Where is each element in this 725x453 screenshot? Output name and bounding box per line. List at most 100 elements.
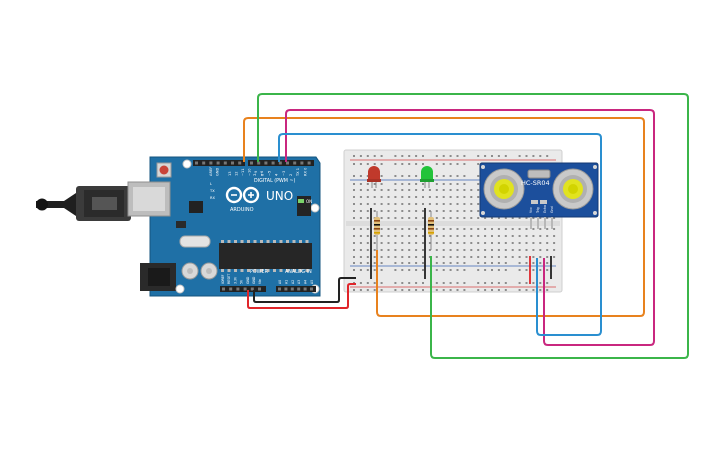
chip-pin	[234, 240, 237, 243]
digital-pin-label: RX 0	[303, 167, 307, 176]
rail-hole	[477, 175, 480, 177]
rail-hole	[415, 282, 418, 284]
rail-hole	[435, 289, 438, 291]
rail-hole	[373, 269, 376, 271]
terminal-hole	[394, 210, 397, 212]
rail-hole	[546, 282, 549, 284]
rail-hole	[408, 155, 411, 157]
rail-hole	[373, 262, 376, 264]
terminal-hole	[491, 217, 493, 219]
rail-hole	[380, 262, 383, 264]
rail-hole	[504, 269, 507, 271]
header-socket	[229, 287, 233, 291]
terminal-hole	[553, 249, 556, 251]
rail-hole	[401, 282, 404, 284]
header-socket	[286, 161, 289, 165]
terminal-hole	[387, 210, 390, 212]
terminal-hole	[539, 249, 542, 251]
digital-pin-label: 12	[235, 171, 239, 176]
rail-hole	[366, 183, 369, 185]
sensor-model-label: HC-SR04	[521, 179, 550, 187]
terminal-hole	[353, 217, 355, 219]
terminal-hole	[456, 242, 459, 244]
rail-hole	[359, 183, 362, 185]
rail-hole	[394, 282, 397, 284]
rail-hole	[442, 155, 445, 157]
header-socket	[257, 161, 261, 165]
rail-hole	[532, 262, 535, 264]
terminal-hole	[546, 235, 549, 237]
terminal-hole	[477, 196, 480, 198]
terminal-hole	[546, 256, 549, 258]
header-socket	[303, 287, 307, 291]
header-socket	[209, 161, 213, 165]
digital-pin-label: ~11	[241, 168, 245, 176]
terminal-hole	[380, 196, 383, 198]
rail-hole	[373, 163, 376, 165]
terminal-hole	[415, 235, 418, 237]
chip-pin	[279, 240, 283, 243]
rail-hole	[449, 282, 452, 284]
terminal-hole	[415, 189, 418, 191]
transducer-right	[552, 168, 594, 210]
aref-label: AREF	[209, 167, 213, 176]
sensor-pin	[537, 217, 539, 229]
terminal-hole	[353, 189, 355, 191]
rail-hole	[422, 155, 424, 157]
terminal-hole	[422, 210, 424, 212]
rail-hole	[442, 175, 445, 177]
chip-pin	[227, 240, 231, 243]
header-socket	[195, 161, 198, 165]
rail-hole	[456, 269, 459, 271]
resistor-2	[428, 211, 434, 250]
terminal-hole	[456, 256, 459, 258]
terminal-hole	[546, 249, 549, 251]
chip-pin	[253, 240, 257, 243]
rail-hole	[504, 155, 507, 157]
on-led-label: ON	[306, 199, 312, 204]
terminal-hole	[484, 242, 487, 244]
terminal-hole	[366, 235, 369, 237]
terminal-hole	[366, 210, 369, 212]
chip-pin	[247, 269, 250, 272]
terminal-hole	[408, 228, 411, 230]
terminal-hole	[491, 242, 493, 244]
terminal-hole	[442, 235, 445, 237]
rail-hole	[525, 262, 528, 264]
terminal-hole	[394, 203, 397, 205]
terminal-hole	[428, 203, 431, 205]
rail-hole	[435, 155, 438, 157]
rail-hole	[484, 269, 487, 271]
terminal-hole	[442, 210, 445, 212]
rail-hole	[435, 163, 438, 165]
on-led	[298, 199, 304, 203]
terminal-hole	[353, 235, 355, 237]
rail-hole	[394, 155, 397, 157]
terminal-hole	[449, 217, 452, 219]
chip-pin	[273, 240, 276, 243]
terminal-hole	[415, 228, 418, 230]
terminal-hole	[387, 189, 390, 191]
header-socket	[223, 161, 227, 165]
terminal-hole	[497, 242, 500, 244]
terminal-hole	[435, 217, 438, 219]
terminal-hole	[518, 235, 521, 237]
terminal-hole	[401, 249, 404, 251]
rail-hole	[359, 155, 362, 157]
rail-hole	[366, 155, 369, 157]
rail-hole	[380, 282, 383, 284]
terminal-hole	[504, 249, 507, 251]
terminal-hole	[394, 235, 397, 237]
header-socket	[258, 287, 261, 291]
terminal-hole	[449, 249, 452, 251]
rail-hole	[546, 155, 549, 157]
rail-hole	[353, 262, 355, 264]
rail-hole	[366, 289, 369, 291]
rail-hole	[373, 183, 376, 185]
terminal-hole	[442, 228, 445, 230]
rail-hole	[477, 163, 480, 165]
rail-hole	[497, 282, 500, 284]
terminal-hole	[359, 235, 362, 237]
sensor-pin	[551, 217, 553, 229]
chip-pin	[299, 269, 302, 272]
